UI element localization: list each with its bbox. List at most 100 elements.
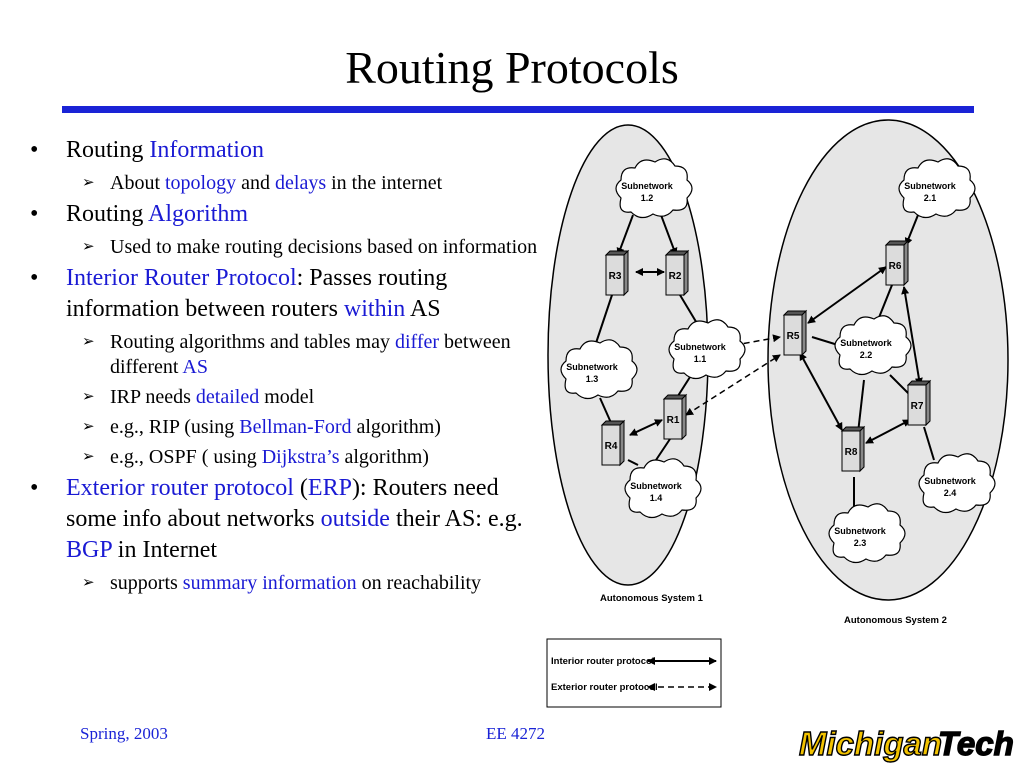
subnetwork-name: Subnetwork (904, 181, 956, 191)
sub-bullet-text: About (110, 172, 165, 194)
bullet-dot-icon: • (30, 265, 39, 291)
link-r3-subnet13 (595, 294, 613, 344)
subnetwork-name: Subnetwork (674, 342, 726, 352)
router-r4: R4 (600, 419, 626, 467)
highlight-text: Interior Router Protocol (66, 265, 297, 291)
highlight-text: summary information (182, 572, 357, 594)
highlight-text: BGP (66, 537, 112, 563)
highlight-text: Algorithm (148, 201, 249, 227)
arrow-bullet-icon: ➢ (82, 389, 95, 405)
highlight-text: within (343, 296, 406, 322)
subnetwork-cloud-1-2: Subnetwork 1.2 (615, 158, 693, 219)
title-rule (62, 106, 974, 113)
link-r5-subnet22 (811, 336, 839, 346)
highlight-text: AS (182, 356, 208, 378)
as1-label: Autonomous System 1 (600, 593, 704, 604)
legend-box (546, 638, 722, 708)
router-r6: R6 (884, 239, 910, 287)
legend-exterior-label: Exterior router protocol (551, 682, 658, 693)
router-r5: R5 (782, 309, 808, 357)
subnetwork-name: Subnetwork (566, 362, 618, 372)
subnetwork-id: 2.1 (924, 193, 937, 203)
link-r6-r7 (901, 286, 923, 386)
as2-label: Autonomous System 2 (844, 615, 947, 626)
bullet-item: •Interior Router Protocol: Passes routin… (30, 263, 550, 325)
sub-bullet-text: in the internet (326, 172, 443, 194)
highlight-text: Dijkstra’s (261, 446, 340, 468)
subnetwork-cloud-1-1: Subnetwork 1.1 (668, 319, 746, 380)
link-r5-r8 (799, 352, 843, 431)
slide-title: Routing Protocols (345, 42, 679, 93)
bullet-text: in Internet (111, 537, 218, 563)
highlight-text: Bellman-Ford (239, 416, 352, 438)
bullet-item: •Routing Algorithm (30, 199, 550, 230)
router-label: R6 (889, 261, 902, 272)
subnetwork-id: 1.4 (650, 493, 663, 503)
router-r2: R2 (664, 249, 690, 297)
subnetwork-name: Subnetwork (834, 526, 886, 536)
footer-course: EE 4272 (486, 724, 546, 743)
logo-tech-word: Tech (938, 725, 1014, 762)
sub-bullet-item: ➢e.g., OSPF ( using Dijkstra’s algorithm… (30, 445, 550, 470)
subnetwork-id: 1.2 (641, 193, 654, 203)
router-label: R3 (609, 271, 622, 282)
sub-bullet-item: ➢Routing algorithms and tables may diffe… (30, 330, 550, 380)
link-r4-r1 (629, 419, 663, 436)
highlight-text: ERP (307, 475, 352, 501)
router-label: R2 (669, 271, 682, 282)
subnetwork-id: 2.2 (860, 350, 873, 360)
sub-bullet-text: supports (110, 572, 183, 594)
highlight-text: outside (320, 506, 390, 532)
router-label: R8 (845, 447, 858, 458)
router-label: R5 (787, 331, 800, 342)
logo-michigan-word: Michigan (799, 725, 942, 762)
footer-term: Spring, 2003 (80, 724, 168, 743)
sub-bullet-text: algorithm) (351, 416, 441, 438)
arrow-bullet-icon: ➢ (82, 419, 95, 435)
sub-bullet-text: IRP needs (110, 386, 196, 408)
subnetwork-id: 1.3 (586, 374, 599, 384)
router-label: R1 (667, 415, 680, 426)
subnetwork-id: 2.4 (944, 488, 957, 498)
link-subnet12-r3 (616, 214, 634, 256)
bullet-text: ): Routers need some info about networks (66, 475, 499, 532)
link-subnet12-r2 (660, 214, 678, 256)
bullet-text: Routing (66, 137, 150, 163)
sub-bullet-text: model (259, 386, 315, 408)
router-r1: R1 (662, 393, 688, 441)
highlight-text: Exterior router protocol (66, 475, 294, 501)
sub-bullet-item: ➢ supports summary information on reachab… (30, 571, 550, 596)
bullet-text: ( (293, 475, 308, 501)
highlight-text: delays (275, 172, 327, 194)
link-r6-subnet22 (877, 284, 893, 321)
link-r5-r6 (807, 266, 887, 324)
sub-bullet-text: e.g., OSPF ( using (110, 446, 262, 468)
bullet-dot-icon: • (30, 137, 39, 163)
sub-bullet-text: e.g., RIP (using (110, 416, 240, 438)
link-subnet22-r8 (857, 379, 865, 434)
subnetwork-id: 1.1 (694, 354, 707, 364)
sub-bullet-text: on reachability (356, 572, 482, 594)
arrow-bullet-icon: ➢ (82, 575, 95, 591)
arrow-bullet-icon: ➢ (82, 449, 95, 465)
sub-bullet-text: Routing algorithms and tables may (110, 331, 395, 353)
bullet-item: •Routing Information (30, 135, 550, 166)
sub-bullet-item: ➢ e.g., RIP (using Bellman-Ford algorithm… (30, 415, 550, 440)
exterior-link-r1-r5 (685, 354, 781, 416)
link-r7-r8 (865, 419, 911, 444)
bullet-text: AS (405, 296, 441, 322)
bullet-item: •Exterior router protocol (ERP): Routers… (30, 473, 550, 566)
highlight-text: differ (394, 331, 440, 353)
michigan-tech-logo: Michigan Tech (798, 724, 1014, 762)
sub-bullet-item: ➢IRP needs detailed model (30, 385, 550, 410)
link-r4-subnet14 (627, 459, 639, 466)
subnetwork-cloud-1-3: Subnetwork 1.3 (560, 339, 638, 400)
sub-bullet-item: ➢About topology and delays in the intern… (30, 171, 550, 196)
arrow-bullet-icon: ➢ (82, 239, 95, 255)
subnetwork-name: Subnetwork (621, 181, 673, 191)
